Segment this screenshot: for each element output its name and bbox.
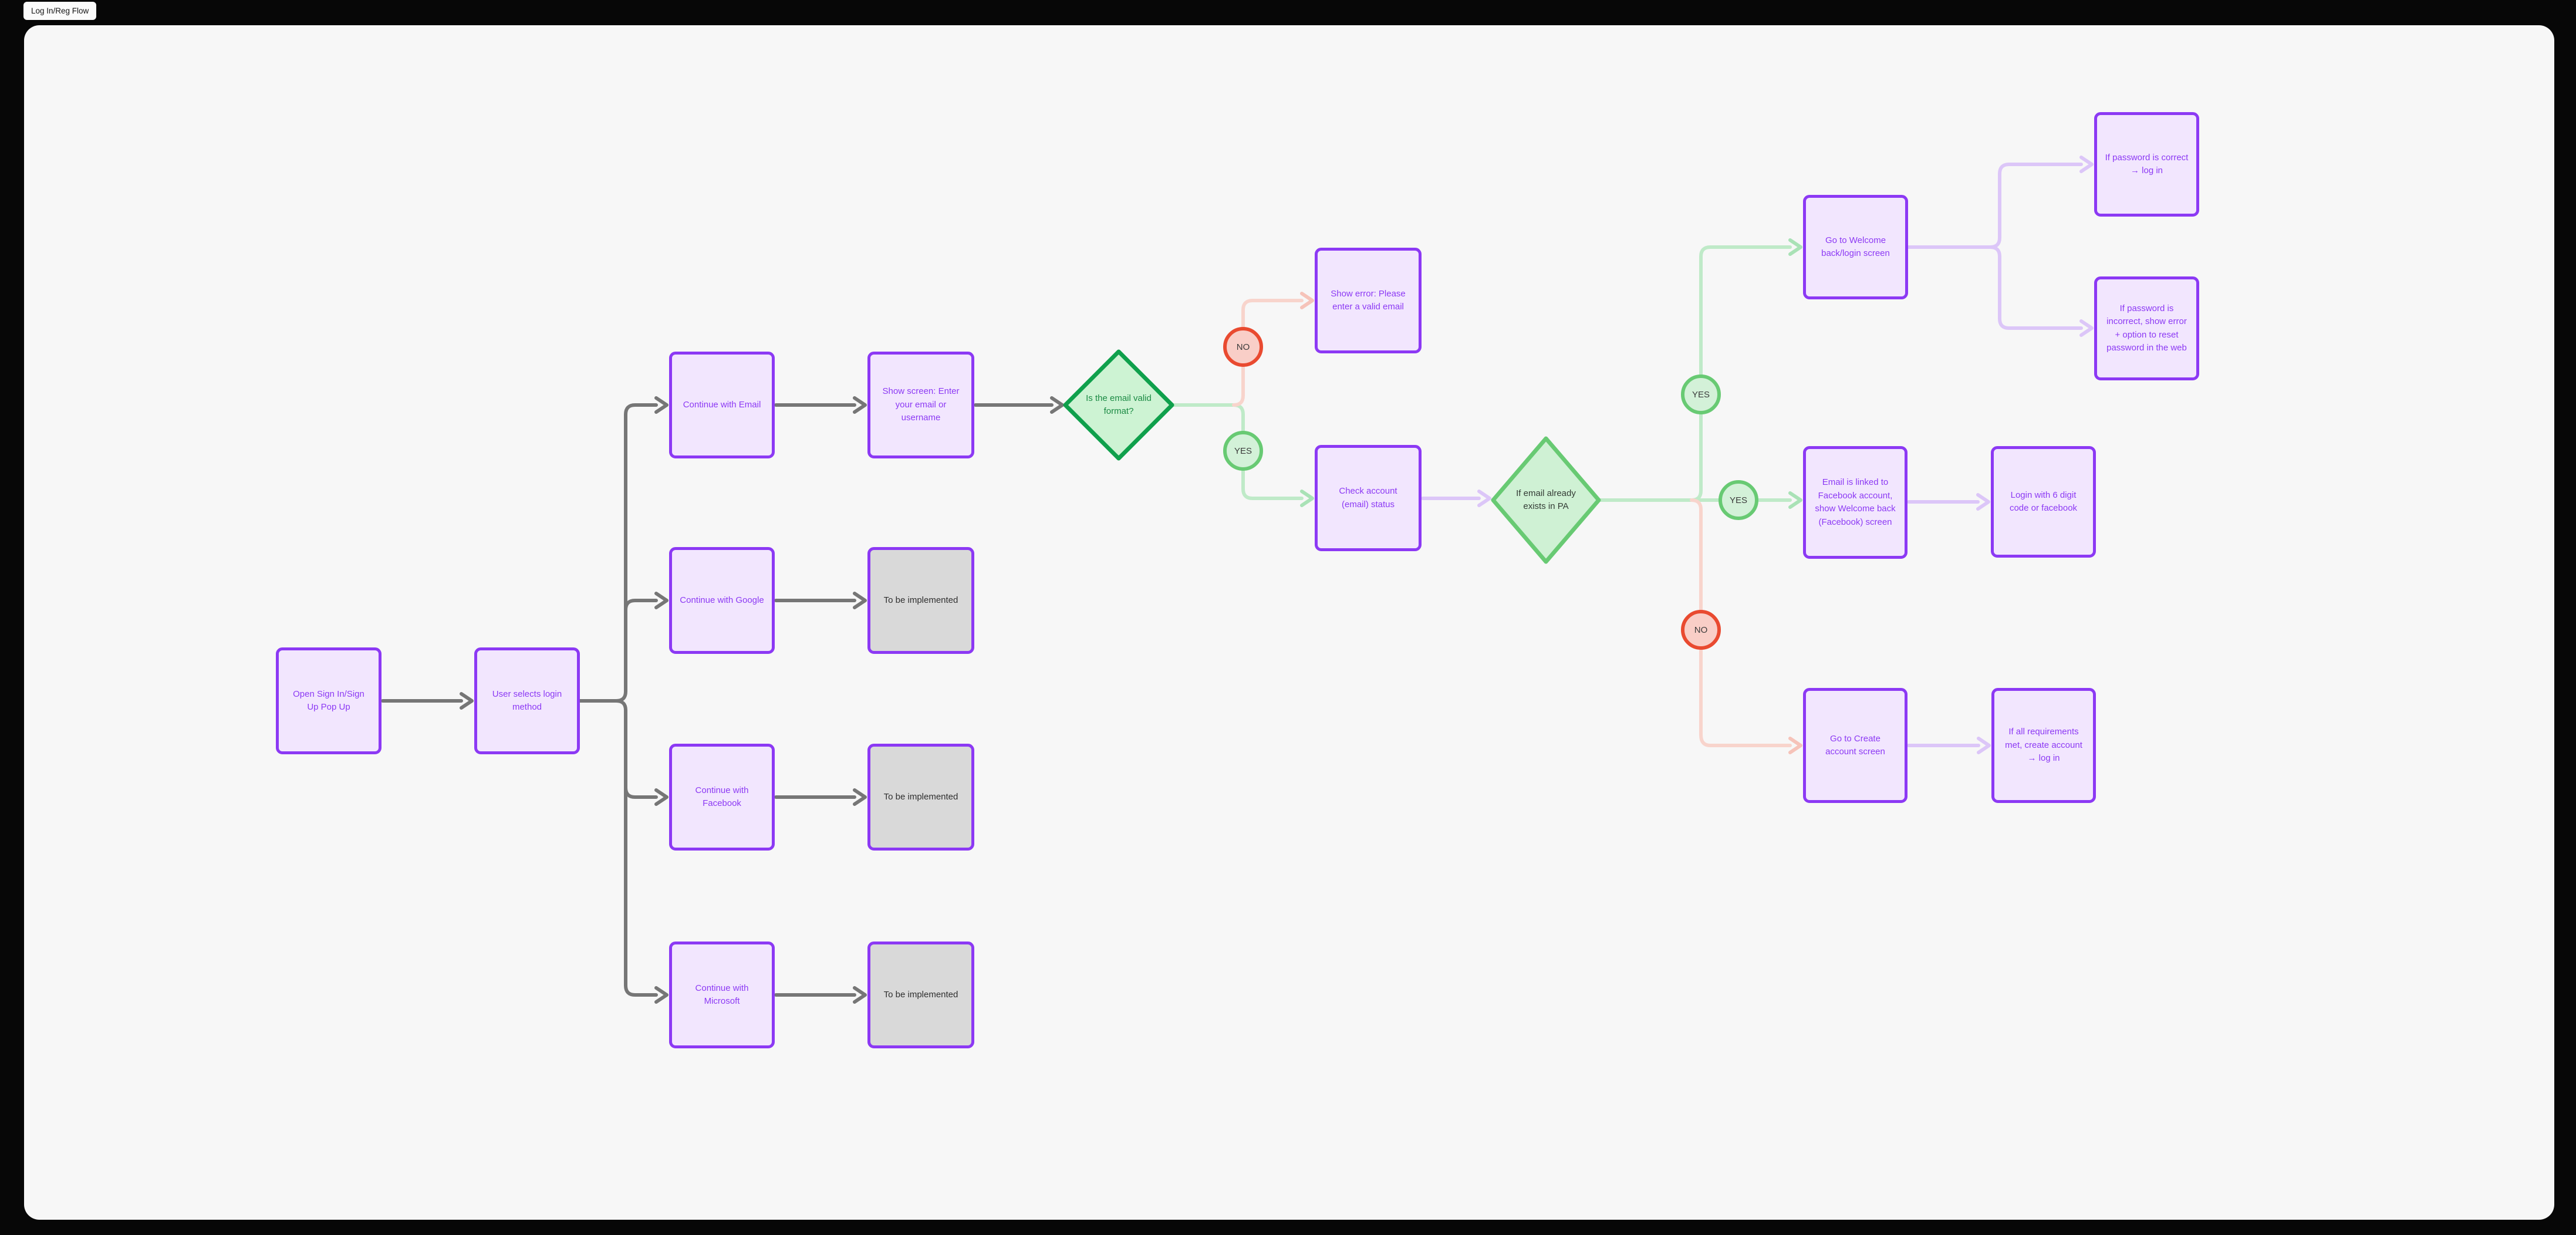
node-continue-email[interactable]: Continue with Email	[669, 352, 775, 458]
diamond-email-exists-label: If email already exists in PA	[1516, 488, 1576, 512]
node-check-account[interactable]: Check account (email) status	[1315, 445, 1422, 551]
section-tab[interactable]: Log In/Reg Flow	[23, 2, 97, 20]
node-login-6digit[interactable]: Login with 6 digit code or facebook	[1991, 446, 2096, 558]
node-show-error[interactable]: Show error: Please enter a valid email	[1315, 248, 1422, 353]
node-password-correct[interactable]: If password is correct → log in	[2094, 112, 2199, 217]
node-continue-facebook[interactable]: Continue with Facebook	[669, 744, 775, 851]
diamond-email-exists-shape[interactable]	[1491, 436, 1601, 564]
node-tbi-facebook[interactable]: To be implemented	[867, 744, 974, 851]
badge-no-exists[interactable]: NO	[1681, 610, 1721, 650]
connector-gray-lines	[381, 403, 1054, 997]
connector-gray-arrowheads	[460, 396, 1064, 1004]
node-password-incorrect[interactable]: If password is incorrect, show error + o…	[2094, 276, 2199, 380]
node-select-method[interactable]: User selects login method	[474, 647, 580, 754]
diamond-email-valid-shape[interactable]	[1063, 349, 1174, 461]
badge-no-email-valid[interactable]: NO	[1223, 327, 1263, 367]
node-create-account[interactable]: Go to Create account screen	[1803, 688, 1907, 803]
node-requirements[interactable]: If all requirements met, create account …	[1991, 688, 2096, 803]
node-show-screen[interactable]: Show screen: Enter your email or usernam…	[867, 352, 974, 458]
connector-red-arrowheads	[1300, 292, 1802, 754]
node-email-facebook[interactable]: Email is linked to Facebook account, sho…	[1803, 446, 1907, 559]
node-tbi-microsoft[interactable]: To be implemented	[867, 942, 974, 1048]
badge-yes-exists-facebook[interactable]: YES	[1719, 480, 1758, 520]
node-open-popup[interactable]: Open Sign In/Sign Up Pop Up	[276, 647, 381, 754]
diamond-email-valid-label: Is the email valid format?	[1086, 393, 1152, 417]
connector-purple-lines	[1421, 163, 2083, 747]
badge-yes-exists-top[interactable]: YES	[1681, 374, 1721, 414]
connector-red-lines	[1232, 299, 1792, 747]
section-canvas[interactable]	[24, 25, 2554, 1220]
connector-green-lines	[1170, 245, 1792, 502]
badge-yes-email-valid[interactable]: YES	[1223, 431, 1263, 471]
node-continue-microsoft[interactable]: Continue with Microsoft	[669, 942, 775, 1048]
node-tbi-google[interactable]: To be implemented	[867, 547, 974, 654]
node-continue-google[interactable]: Continue with Google	[669, 547, 775, 654]
node-welcome-login[interactable]: Go to Welcome back/login screen	[1803, 195, 1908, 299]
connector-purple-arrowheads	[1477, 156, 2094, 754]
connector-green-arrowheads	[1300, 238, 1802, 509]
